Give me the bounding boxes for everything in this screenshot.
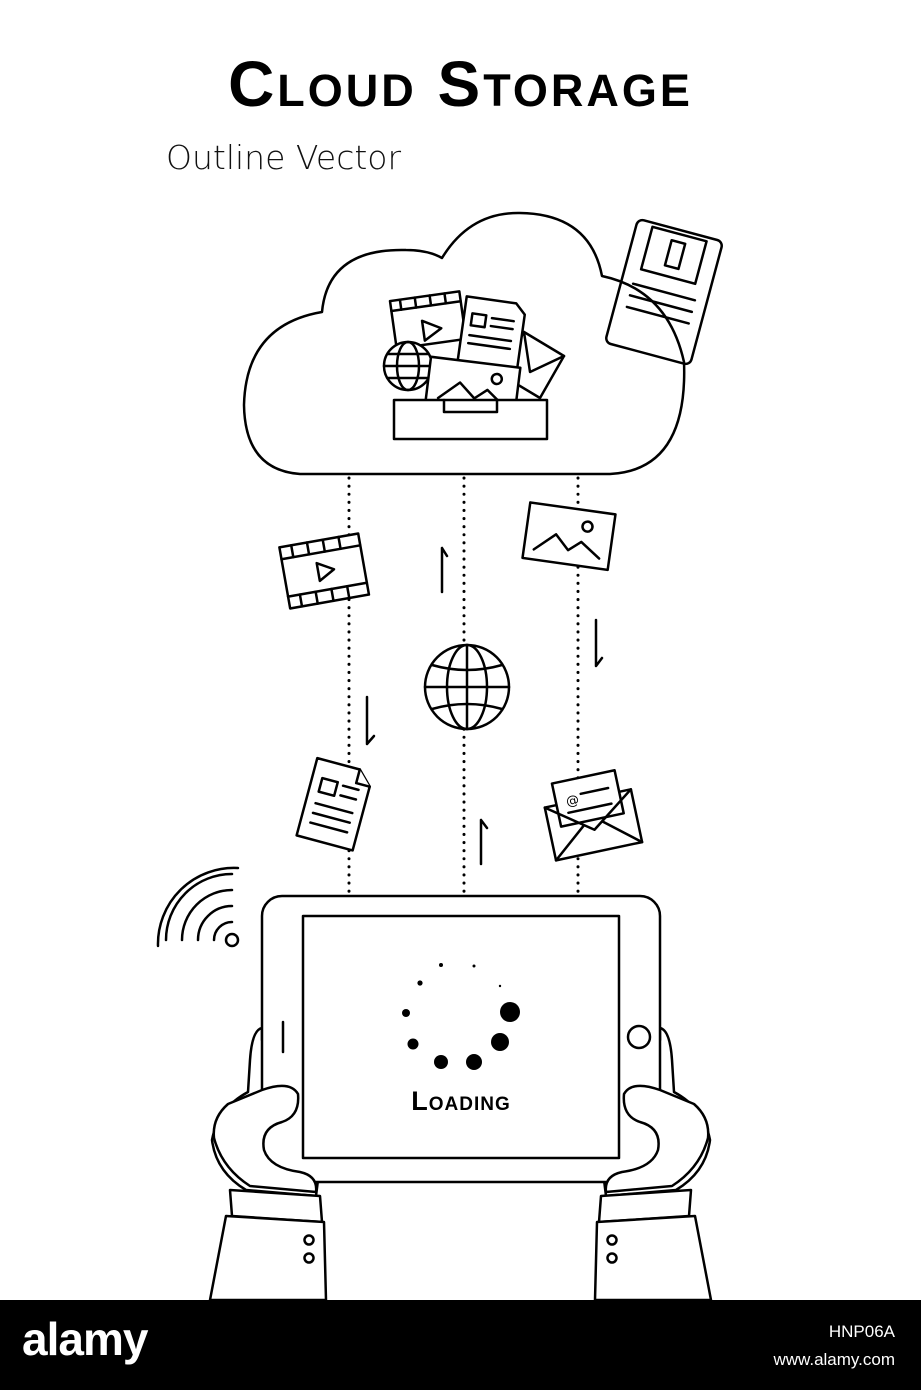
- poster-subtitle: Outline Vector: [166, 138, 402, 177]
- floppy-disk-icon: [605, 218, 723, 366]
- poster-title: Cloud Storage: [228, 48, 693, 120]
- cloud-storage-illustration: @: [156, 211, 723, 1300]
- globe-icon: [423, 643, 511, 731]
- image-id: HNP06A: [828, 1322, 895, 1341]
- svg-text:@: @: [565, 792, 581, 809]
- site-url: www.alamy.com: [773, 1350, 895, 1369]
- folder-tray-icon: [382, 290, 566, 441]
- document-icon: [295, 756, 371, 852]
- wifi-icon: [156, 866, 240, 948]
- brand-logo: alamy: [22, 1313, 148, 1365]
- cloud-icon: [242, 211, 686, 476]
- email-icon: @: [543, 769, 644, 862]
- image-file-icon: [521, 501, 617, 572]
- loading-spinner-icon: [402, 963, 520, 1070]
- transfer-arrows: [365, 546, 604, 866]
- sleeve-icon: [208, 1188, 713, 1300]
- tablet-icon: [260, 894, 662, 1184]
- video-file-icon: [278, 532, 371, 610]
- watermark-footer: alamy HNP06A www.alamy.com: [0, 1300, 921, 1390]
- loading-label: Loading: [411, 1086, 511, 1116]
